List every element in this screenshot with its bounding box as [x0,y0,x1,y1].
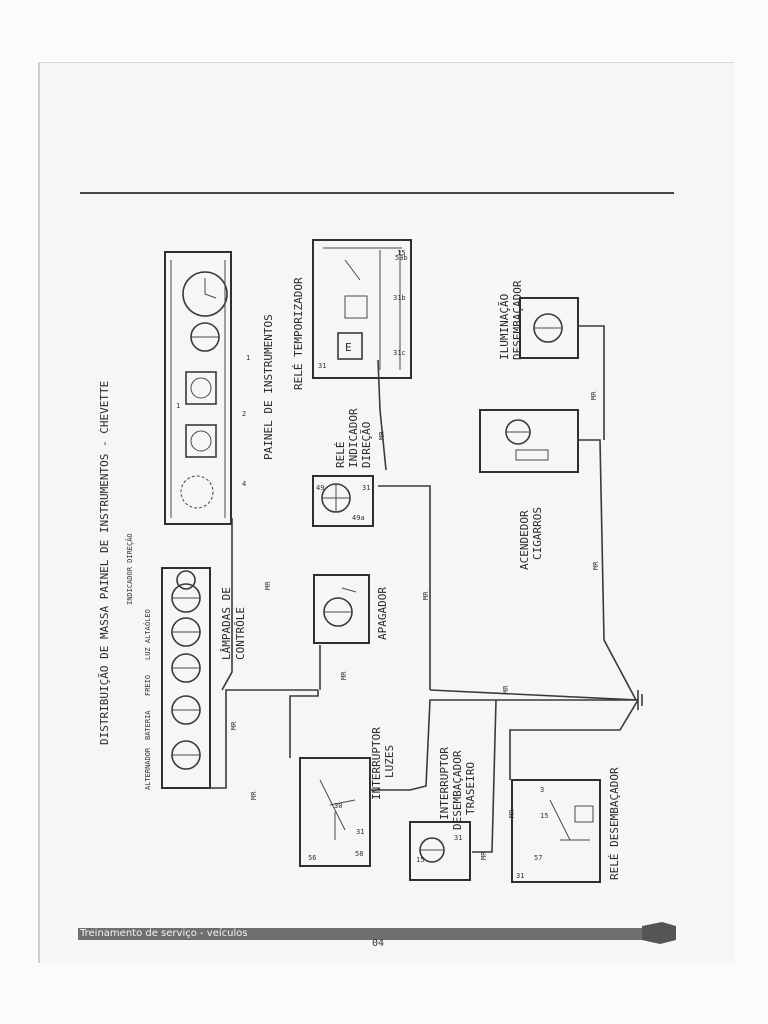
term: 15 [397,249,405,257]
panel-term: 4 [242,480,246,488]
defroster-switch-box [409,821,471,881]
term: 49a [352,514,365,522]
cigar-lighter-box [479,409,579,473]
relay-coil-e: E [345,341,352,354]
term: 31 [318,362,326,370]
term: 31 [362,484,370,492]
term: 31c [393,349,406,357]
wire-code: MR [508,809,516,818]
defroster-switch-label-2: DESEMBAÇADOR [451,750,464,830]
turn-relay-label-3: DIREÇÃO [360,422,373,468]
wire-code: MR [264,581,272,590]
light-switch-label-2: LUZES [383,745,396,778]
lamp-label-luz-alta: LUZ ALTA [144,625,152,660]
wire-code: MR [590,391,598,400]
panel-term: 2 [242,410,246,418]
panel-term: 1 [176,402,180,410]
wire-code: MR [592,561,600,570]
footer-bar: Treinamento de serviço - veículos [78,928,642,940]
light-switch-label-1: INTERRUPTOR [370,727,383,800]
wire-code: MR [230,721,238,730]
lamp-label-alternador: ALTERNADOR [144,747,152,790]
control-lamps-label-1: LÂMPADAS DE [220,587,233,660]
term: 58 [355,850,363,858]
turn-relay-box [312,475,374,527]
wire-code: MR [378,431,386,440]
instrument-panel-box [164,251,232,525]
wire-code: MR [340,671,348,680]
instrument-gauges [170,260,228,518]
heating-coil-icon [515,449,549,461]
term: 49 [316,484,324,492]
gauge-icon [185,371,217,405]
term: 31 [356,828,364,836]
defroster-switch-label-1: INTERRUPTOR [438,747,451,820]
page-number: 04 [372,938,385,949]
lamp-label-indicador: INDICADOR DIREÇÃO [125,533,134,605]
panel-term: 1 [246,354,250,362]
scanned-sheet [38,62,734,963]
term: 31 [516,872,524,880]
lamp-label-freio: FREIO [144,675,152,696]
turn-relay-label-1: RELÉ [334,442,347,469]
control-lamps [171,570,201,770]
light-switch-box [299,757,371,867]
term: 3 [540,786,544,794]
term: 56 [308,854,316,862]
gauge-icon [185,424,217,458]
ground-wires [206,325,643,853]
lamp-label-oleo: ÓLEO [143,609,152,626]
cigar-lighter-label-1: ACENDEDOR [518,510,531,570]
relay-coil-icon [574,805,594,823]
term: 31 [454,834,462,842]
lamp-label-bateria: BATERIA [144,710,152,740]
term: 15 [540,812,548,820]
diagram-title: DISTRIBUIÇÃO DE MASSA PAINEL DE INSTRUME… [98,381,111,745]
defroster-relay-label: RELÉ DESEMBAÇADOR [608,767,621,880]
wire-code: MR [502,685,510,694]
wire-code: MR [422,591,430,600]
turn-relay-label-2: INDICADOR [347,408,360,468]
wire-code: MR [480,851,488,860]
term: 31b [393,294,406,302]
extinguisher-label: APAGADOR [376,587,389,640]
term: 53b [395,254,408,262]
instrument-panel-label: PAINEL DE INSTRUMENTOS [262,314,275,460]
defroster-light-label-2: DESEMBAÇADOR [511,280,524,360]
cigar-lighter-label-2: CIGARROS [531,507,544,560]
timer-relay-box [312,239,412,379]
relay-coil-icon [337,332,363,360]
control-lamps-label-2: CONTRÔLE [234,607,247,660]
defroster-light-box [519,297,579,359]
clock-icon [182,271,228,317]
defroster-switch-label-3: TRASEIRO [464,762,477,815]
defroster-light-label-1: ILUMINAÇÃO [498,294,511,360]
extinguisher-box [313,574,370,644]
term: 15 [416,856,424,864]
chevrolet-bowtie-logo [642,922,676,944]
term: 57 [534,854,542,862]
term: 30 [334,802,342,810]
control-lamps-box [161,567,211,789]
wire-code: MR [250,791,258,800]
timer-relay-label: RELÉ TEMPORIZADOR [292,277,305,390]
lamp-icon [176,570,196,590]
lamp-icon [180,475,214,509]
defroster-relay-box [511,779,601,883]
